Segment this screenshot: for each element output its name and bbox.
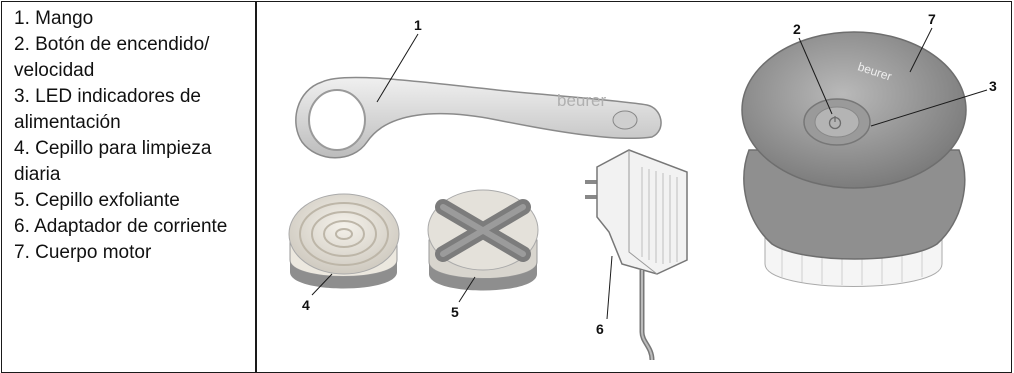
callout-5: 5 [451,304,459,320]
callout-3: 3 [989,78,997,94]
daily-brush-illustration [289,194,399,289]
legend-item-cepillo-limpieza: 4. Cepillo para limpieza diaria [14,136,250,188]
legend-item-led: 3. LED indicadores de alimentación [14,84,250,136]
callout-7: 7 [928,11,936,27]
handle-illustration: beurer [296,77,661,157]
callout-4: 4 [302,297,310,313]
legend-item-mango: 1. Mango [14,6,250,32]
callout-2: 2 [793,21,801,37]
parts-legend: 1. Mango 2. Botón de encendido/ velocida… [14,6,250,266]
legend-item-cepillo-exfoliante: 5. Cepillo exfoliante [14,188,250,214]
exfoliating-brush-illustration [428,190,538,291]
legend-item-adaptador: 6. Adaptador de corriente [14,214,250,240]
callout-6: 6 [596,321,604,337]
product-illustration: beurer [257,2,1011,370]
legend-item-cuerpo-motor: 7. Cuerpo motor [14,240,250,266]
legend-item-boton: 2. Botón de encendido/ velocidad [14,32,250,84]
motor-body-illustration: beurer [742,32,966,287]
callout-1: 1 [414,17,422,33]
handle-brand-label: beurer [557,91,606,110]
